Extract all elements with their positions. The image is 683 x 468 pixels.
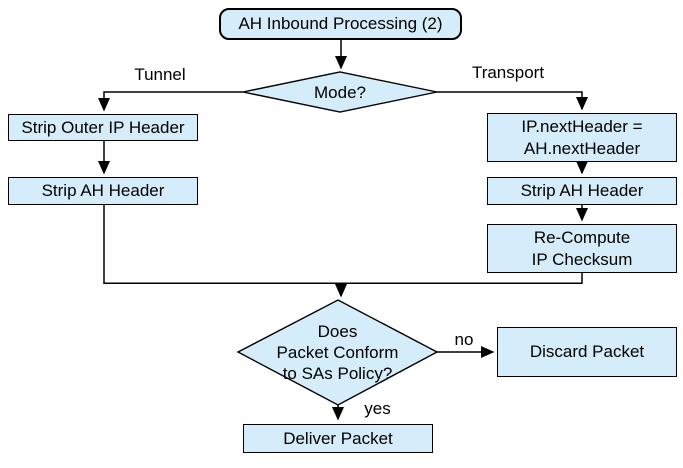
ip-next-header-line1: IP.nextHeader = [521, 116, 643, 136]
deliver-packet-label: Deliver Packet [283, 428, 393, 448]
recompute-checksum-line1: Re-Compute [533, 227, 631, 247]
recompute-checksum-line2: IP Checksum [531, 249, 633, 269]
ip-next-header-line2: AH.nextHeader [523, 138, 641, 158]
strip-ah-transport-label: Strip AH Header [520, 181, 644, 200]
policy-decision-diamond [236, 299, 439, 406]
yes-edge-label: yes [364, 399, 391, 418]
edge-transport [437, 91, 588, 111]
strip-ah-tunnel-node: Strip AH Header [8, 177, 198, 205]
start-node-label: AH Inbound Processing (2) [238, 14, 443, 33]
tunnel-edge-label: Tunnel [134, 65, 186, 84]
recompute-checksum-node: Re-Compute IP Checksum [487, 224, 677, 273]
mode-decision-diamond [242, 71, 438, 113]
strip-ah-tunnel-label: Strip AH Header [41, 181, 165, 200]
strip-ah-transport-node: Strip AH Header [487, 177, 677, 205]
transport-edge-label: Transport [471, 63, 545, 82]
ip-next-header-node: IP.nextHeader = AH.nextHeader [487, 113, 677, 162]
deliver-packet-node: Deliver Packet [243, 424, 433, 453]
discard-packet-label: Discard Packet [529, 342, 645, 361]
start-node: AH Inbound Processing (2) [219, 8, 462, 40]
strip-outer-ip-label: Strip Outer IP Header [21, 117, 185, 137]
strip-outer-ip-node: Strip Outer IP Header [8, 114, 198, 141]
edge-tunnel [98, 91, 243, 112]
discard-packet-node: Discard Packet [497, 327, 677, 377]
no-edge-label: no [454, 330, 474, 349]
